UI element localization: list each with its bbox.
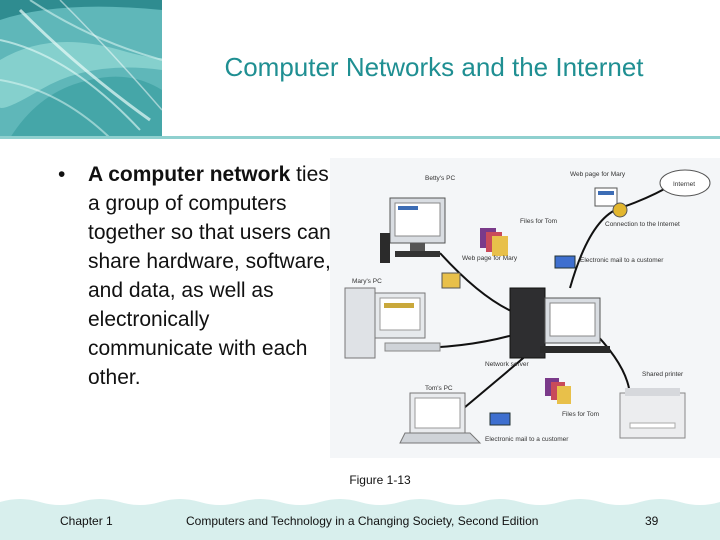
email-icon-mid (554, 255, 576, 269)
tom-pc-icon (399, 392, 482, 444)
label-email-bottom: Electronic mail to a customer (485, 436, 569, 443)
label-web-page-top: Web page for Mary (570, 171, 626, 178)
header-decoration (0, 0, 162, 138)
files-icon-top (480, 228, 508, 256)
footer-chapter: Chapter 1 (60, 514, 113, 528)
betty-pc-icon (380, 197, 446, 263)
web-page-icon-mid (441, 272, 461, 289)
internet-cloud-icon (659, 169, 711, 197)
footer-page-number: 39 (645, 514, 659, 528)
network-server-icon (509, 287, 610, 359)
footer-book-title: Computers and Technology in a Changing S… (186, 514, 539, 528)
bullet-bold-term: A computer network (88, 163, 291, 186)
footer-decoration (0, 496, 720, 540)
label-betty-pc: Betty's PC (425, 175, 455, 182)
label-files-tom-top: Files for Tom (520, 218, 557, 225)
label-internet: Internet (673, 181, 695, 188)
label-marys-pc: Mary's PC (352, 278, 382, 285)
slide-title: Computer Networks and the Internet (224, 52, 644, 82)
label-network-server: Network server (485, 361, 530, 368)
label-files-tom-bottom: Files for Tom (562, 411, 599, 418)
label-email-mid: Electronic mail to a customer (580, 257, 664, 264)
connection-globe-icon (612, 202, 628, 218)
files-icon-bottom (545, 378, 571, 404)
bullet-rest-text: ties a group of computers together so th… (88, 163, 331, 389)
label-connection: Connection to the Internet (605, 221, 680, 228)
printer-icon (619, 388, 686, 439)
figure-caption: Figure 1-13 (349, 473, 411, 487)
label-web-page-mid: Web page for Mary (462, 255, 518, 262)
label-shared-printer: Shared printer (642, 371, 684, 378)
email-icon-bottom (489, 412, 511, 426)
mary-pc-icon (344, 287, 441, 359)
network-diagram: Betty's PC Mary's PC Tom's PC Files for … (330, 158, 720, 458)
bullet-text: A computer network ties a group of compu… (88, 160, 333, 392)
bullet-marker: • (58, 163, 66, 186)
label-toms-pc: Tom's PC (425, 385, 453, 392)
header-divider (0, 136, 720, 139)
web-page-icon-top (594, 187, 618, 207)
